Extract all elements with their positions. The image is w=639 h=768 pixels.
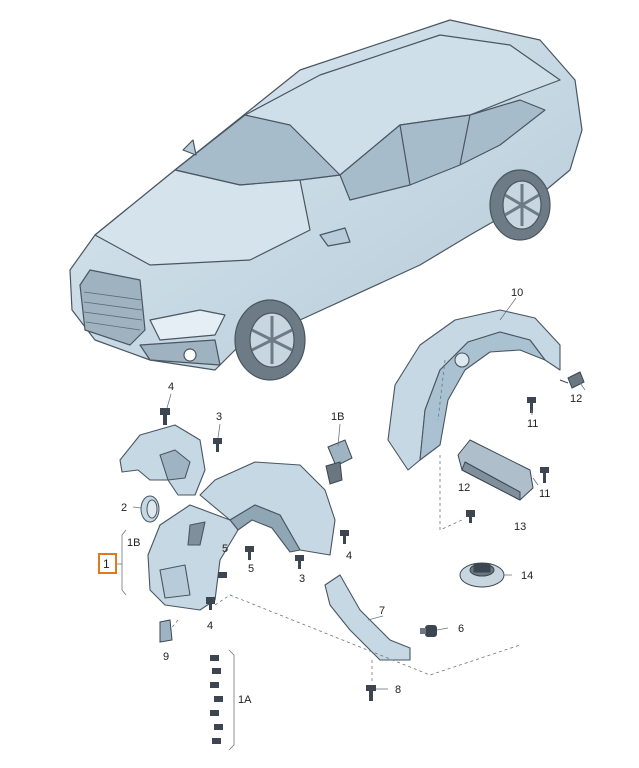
front-bracket [119, 424, 206, 496]
leader-lines [116, 297, 586, 751]
screw-part-5-a [218, 572, 227, 578]
label-11-lower[interactable]: 11 [539, 488, 550, 500]
screw-part-3-lower [295, 555, 304, 569]
selected-part-frame [98, 553, 117, 574]
label-14[interactable]: 14 [521, 570, 533, 582]
car-illustration [69, 19, 583, 381]
label-11-upper[interactable]: 11 [527, 418, 538, 430]
label-12-upper[interactable]: 12 [570, 393, 582, 405]
car-headlight [149, 309, 226, 341]
label-9[interactable]: 9 [163, 651, 169, 663]
clip-part-9 [159, 619, 173, 643]
part-labels: 10 12 11 12 11 13 14 4 3 1B 2 1B 1 5 5 4… [103, 287, 582, 706]
label-5-a[interactable]: 5 [222, 543, 228, 555]
label-4-right[interactable]: 4 [346, 550, 352, 562]
clip-part-12-upper [559, 371, 585, 389]
bracket-part-13 [457, 439, 534, 501]
rear-wheelhouse-liner [387, 309, 561, 471]
screw-part-4-right [340, 530, 349, 544]
dashed-guides [169, 359, 521, 682]
label-1B-top[interactable]: 1B [331, 411, 344, 423]
rivet-part-8 [366, 685, 376, 701]
car-grille [79, 269, 146, 346]
screw-part-4-lower [206, 597, 215, 610]
screw-part-5-b [245, 546, 254, 560]
front-wheelhouse-liner [147, 461, 336, 611]
grommet-part-14 [459, 562, 505, 588]
label-12-lower[interactable]: 12 [458, 482, 470, 494]
screw-set-part-1A [210, 655, 223, 744]
label-2[interactable]: 2 [121, 502, 127, 514]
clip-part-6 [420, 625, 437, 637]
label-8[interactable]: 8 [395, 684, 401, 696]
label-1[interactable]: 1 [103, 557, 110, 571]
label-10[interactable]: 10 [511, 287, 523, 299]
label-3-lower[interactable]: 3 [299, 573, 305, 585]
car-side-windows [339, 99, 546, 201]
label-4-lower[interactable]: 4 [207, 620, 213, 632]
label-7[interactable]: 7 [379, 605, 385, 617]
cap-part-2 [140, 495, 160, 523]
screw-part-3-top [213, 438, 222, 452]
strip-part-7 [324, 574, 411, 661]
label-1B-side[interactable]: 1B [127, 537, 140, 549]
screw-part-4-top [160, 408, 170, 425]
label-4-top[interactable]: 4 [168, 381, 174, 393]
label-13[interactable]: 13 [514, 521, 526, 533]
label-1A[interactable]: 1A [238, 694, 252, 706]
clip-part-1B [325, 439, 353, 485]
label-3-top[interactable]: 3 [216, 411, 222, 423]
label-6[interactable]: 6 [458, 623, 464, 635]
screw-part-11-upper [527, 397, 536, 413]
label-5-b[interactable]: 5 [248, 563, 254, 575]
screw-part-11-lower [540, 467, 549, 483]
clip-part-12-lower [466, 510, 475, 523]
